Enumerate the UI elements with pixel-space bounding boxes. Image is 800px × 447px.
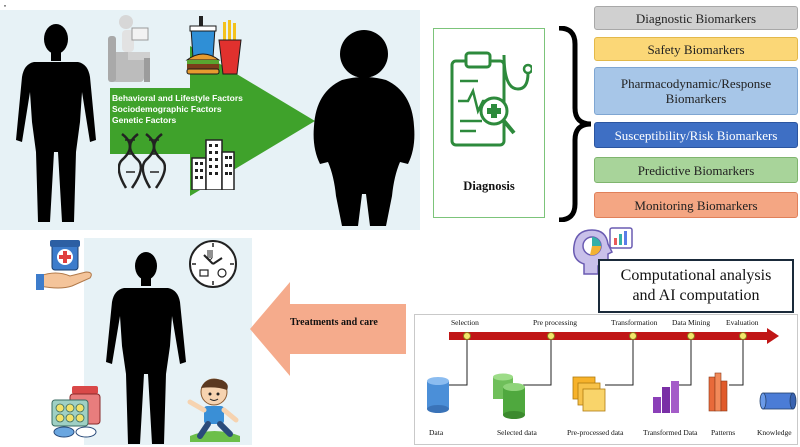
diagnosis-label: Diagnosis <box>463 179 515 193</box>
database-icon <box>427 377 449 413</box>
kdd-timeline <box>427 328 797 419</box>
kdd-step-data-mining: Data Mining <box>672 318 711 327</box>
kdd-step-selection: Selection <box>451 318 479 327</box>
preprocessed-data-icon <box>572 376 606 412</box>
kdd-output-knowledge: Knowledge <box>757 428 792 437</box>
kdd-output-selected-data: Selected data <box>497 428 537 437</box>
green-arrow-shape <box>110 46 315 196</box>
diet-clock-icon <box>189 240 237 288</box>
factors-list: Behavioral and Lifestyle Factors Sociode… <box>112 93 282 126</box>
biomarkers-brace <box>558 26 592 222</box>
kdd-step-preprocessing: Pre processing <box>533 318 577 327</box>
reading-person-icon <box>108 15 150 82</box>
biomarker-diagnostic: Diagnostic Biomarkers <box>594 6 798 30</box>
clipboard-stethoscope-icon <box>450 51 532 147</box>
kdd-output-patterns: Patterns <box>711 428 736 437</box>
biomarker-pharmacodynamic: Pharmacodynamic/Response Biomarkers <box>594 67 798 115</box>
city-buildings-icon <box>191 139 235 190</box>
person-silhouette-bottom <box>106 252 186 444</box>
child-exercise-icon <box>187 378 240 442</box>
computational-line-1: Computational analysis <box>620 267 772 284</box>
selected-data-icon <box>493 373 525 419</box>
biomarker-safety: Safety Biomarkers <box>594 37 798 61</box>
factor-genetic: Genetic Factors <box>112 115 177 125</box>
treatments-arrow <box>250 282 406 376</box>
knowledge-scroll-icon <box>759 392 797 410</box>
obese-person-silhouette <box>313 30 415 226</box>
kdd-process-box: Selection Pre processing Transformation … <box>414 314 798 445</box>
diagnosis-box: Diagnosis <box>433 28 545 218</box>
kdd-step-evaluation: Evaluation <box>726 318 759 327</box>
fast-food-icon <box>185 16 242 75</box>
kdd-output-preprocessed-data: Pre-processed data <box>567 428 624 437</box>
kdd-step-transformation: Transformation <box>611 318 658 327</box>
kdd-output-transformed-data: Transformed Data <box>643 428 698 437</box>
kdd-timeline-arrow <box>449 328 779 344</box>
person-silhouette-left <box>16 24 96 222</box>
biomarker-monitoring: Monitoring Biomarkers <box>594 192 798 218</box>
transformed-data-icon <box>653 381 679 413</box>
hand-medicine-icon <box>36 240 92 290</box>
computational-analysis-box: Computational analysis and AI computatio… <box>598 259 794 313</box>
computational-line-2: and AI computation <box>632 287 760 304</box>
salmon-arrow-shape <box>250 282 406 376</box>
kdd-output-data: Data <box>429 428 444 437</box>
treatments-label: Treatments and care <box>290 317 378 328</box>
dna-icon <box>118 133 166 189</box>
biomarker-predictive: Predictive Biomarkers <box>594 157 798 183</box>
pill-blister-icon <box>51 386 101 438</box>
biomarker-susceptibility: Susceptibility/Risk Biomarkers <box>594 122 798 148</box>
factors-arrow <box>110 46 315 196</box>
factor-behavioral: Behavioral and Lifestyle Factors <box>112 93 243 103</box>
patterns-icon <box>708 372 728 412</box>
factor-sociodemographic: Sociodemographic Factors <box>112 104 222 114</box>
corner-mark: · <box>3 0 7 12</box>
